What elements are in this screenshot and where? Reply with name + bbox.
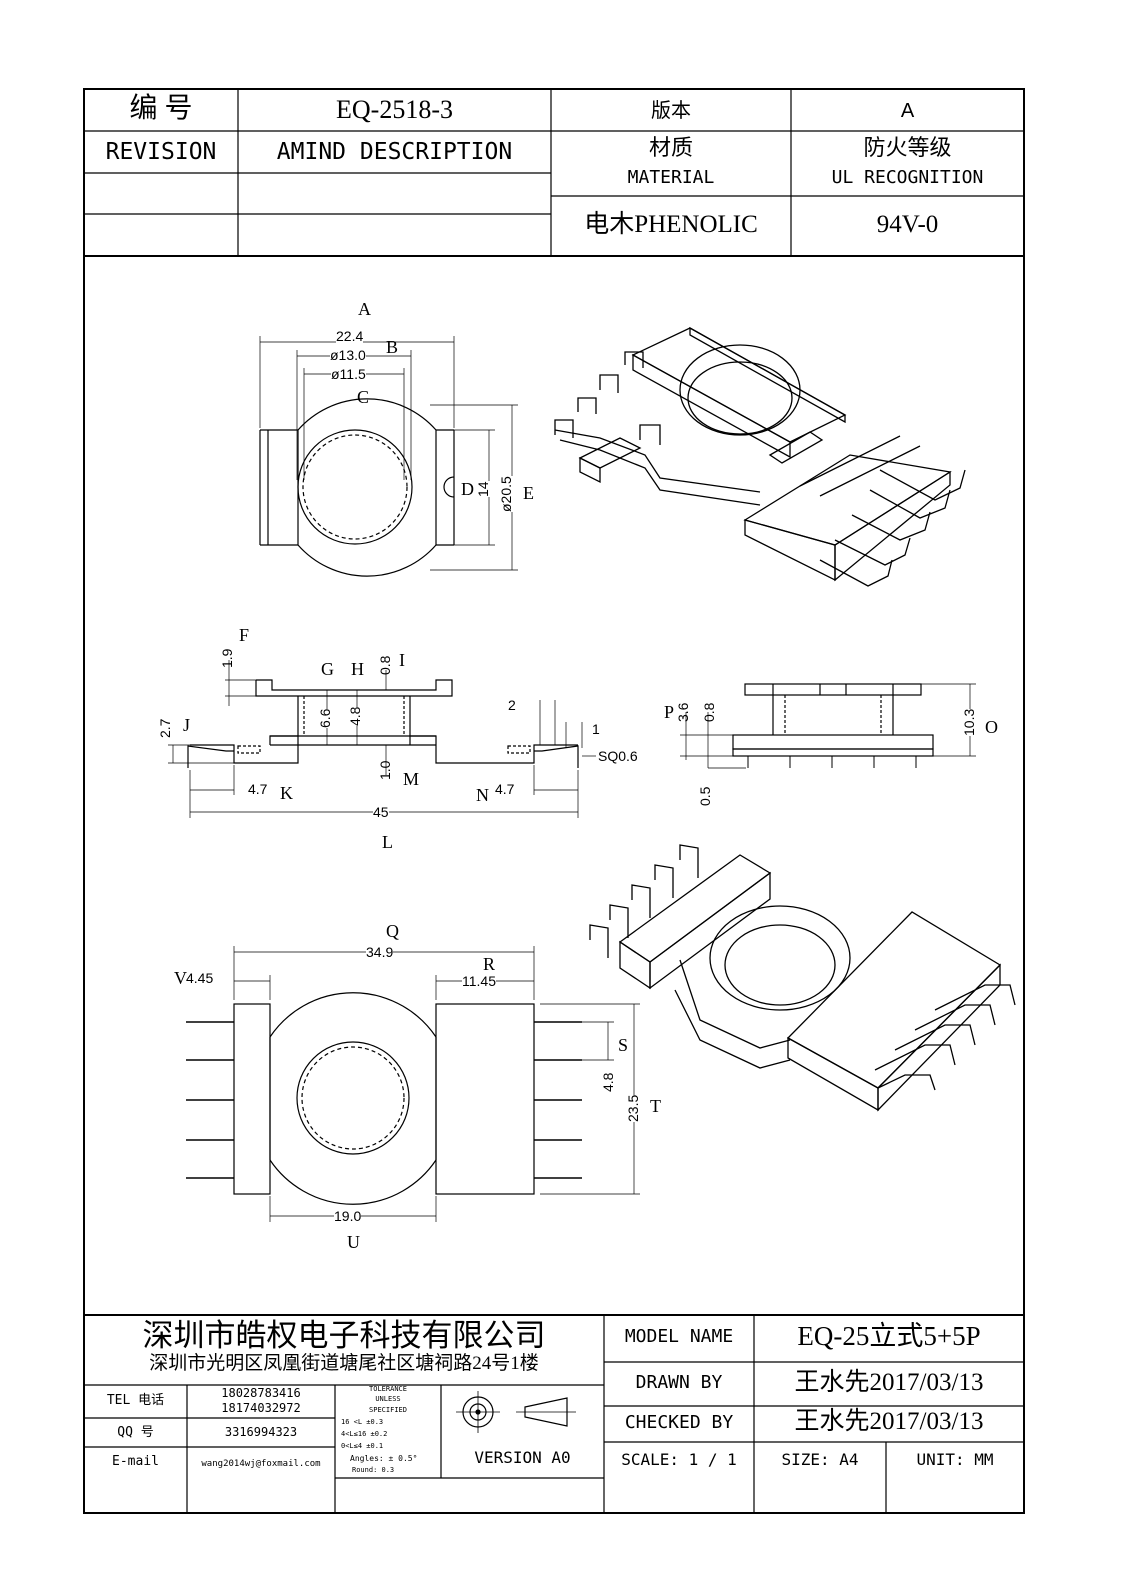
- tolerance-line-8: Round: 0.3: [352, 1466, 395, 1474]
- label-n: N: [476, 785, 489, 805]
- label-g: G: [321, 659, 334, 679]
- number-label: 编 号: [129, 93, 193, 124]
- label-j: J: [183, 715, 191, 735]
- material-value: 电木PHENOLIC: [584, 211, 758, 238]
- drawn-by-value: 王水先2017/03/13: [794, 1369, 984, 1396]
- label-f: F: [239, 625, 250, 645]
- size-value: SIZE: A4: [781, 1450, 859, 1469]
- dim-1-9: 1.9: [219, 648, 235, 668]
- label-p: P: [664, 702, 675, 722]
- tolerance-line-5: 4<L≤16 ±0.2: [341, 1430, 388, 1438]
- version-a0: VERSION A0: [474, 1448, 571, 1467]
- dim-3-6: 3.6: [675, 702, 691, 722]
- dim-0-8b: 0.8: [701, 702, 717, 722]
- email-label: E-mail: [112, 1454, 159, 1469]
- version-value: A: [900, 100, 915, 122]
- model-name-label: MODEL NAME: [624, 1326, 734, 1347]
- dim-d13-0: ø13.0: [330, 347, 366, 363]
- dim-4-8b: 4.8: [600, 1072, 616, 1092]
- dim-10-3: 10.3: [961, 708, 977, 736]
- dim-d11-5: ø11.5: [331, 366, 366, 382]
- dim-4-8a: 4.8: [347, 706, 363, 726]
- dim-34-9: 34.9: [366, 944, 394, 960]
- label-d: D: [461, 479, 474, 499]
- version-label: 版本: [651, 100, 691, 122]
- tolerance-line-7: Angles: ± 0.5°: [350, 1454, 418, 1463]
- company-address: 深圳市光明区凤凰街道塘尾社区塘祠路24号1楼: [149, 1353, 539, 1374]
- qq-value: 3316994323: [224, 1425, 298, 1439]
- tolerance-line-3: SPECIFIED: [369, 1406, 407, 1414]
- label-t: T: [650, 1096, 661, 1116]
- dim-4-7a: 4.7: [248, 781, 268, 797]
- label-c: C: [357, 387, 370, 407]
- dim-0-8a: 0.8: [377, 655, 393, 675]
- label-q: Q: [386, 921, 399, 941]
- revision-label: REVISION: [105, 139, 217, 165]
- tolerance-line-1: TOLERANCE: [369, 1385, 407, 1393]
- label-i: I: [399, 650, 405, 670]
- dim-1: 1: [592, 721, 600, 737]
- dim-1-0: 1.0: [377, 760, 393, 780]
- ul-label-en: UL RECOGNITION: [831, 167, 984, 188]
- dim-19-0: 19.0: [334, 1208, 362, 1224]
- dim-0-5: 0.5: [697, 786, 713, 806]
- ul-label-cn: 防火等级: [863, 135, 952, 160]
- dim-d20-5: ø20.5: [498, 476, 514, 512]
- checked-by-label: CHECKED BY: [624, 1412, 734, 1433]
- model-name-value: EQ-25立式5+5P: [797, 1321, 981, 1351]
- dim-6-6: 6.6: [317, 708, 333, 728]
- dim-sq0-6: SQ0.6: [598, 748, 638, 764]
- label-m: M: [403, 769, 420, 789]
- amend-label: AMIND DESCRIPTION: [276, 139, 513, 165]
- tel-label: TEL 电话: [106, 1393, 165, 1408]
- qq-label: QQ 号: [117, 1425, 154, 1440]
- tel-2: 18174032972: [221, 1401, 301, 1415]
- label-k: K: [280, 783, 293, 803]
- tolerance-line-6: 0<L≤4 ±0.1: [341, 1442, 384, 1450]
- label-l: L: [382, 832, 393, 852]
- email-value: wang2014wj@foxmail.com: [201, 1459, 321, 1469]
- dim-11-45: 11.45: [462, 973, 496, 989]
- scale-value: SCALE: 1 / 1: [621, 1450, 737, 1469]
- label-u: U: [347, 1232, 360, 1252]
- checked-by-value: 王水先2017/03/13: [794, 1408, 984, 1435]
- dim-23-5: 23.5: [625, 1094, 641, 1122]
- tel-1: 18028783416: [221, 1386, 301, 1400]
- label-s: S: [618, 1035, 629, 1055]
- dim-14: 14: [475, 481, 491, 497]
- dim-45: 45: [373, 804, 389, 820]
- label-b: B: [386, 337, 399, 357]
- dim-2: 2: [508, 697, 516, 713]
- label-o: O: [985, 717, 998, 737]
- drawn-by-label: DRAWN BY: [635, 1372, 723, 1393]
- tolerance-line-2: UNLESS: [375, 1395, 401, 1403]
- material-label-en: MATERIAL: [627, 167, 715, 188]
- label-e: E: [523, 483, 534, 503]
- label-h: H: [351, 659, 364, 679]
- label-a: A: [358, 299, 371, 319]
- dim-22-4: 22.4: [336, 328, 364, 344]
- part-number: EQ-2518-3: [336, 95, 453, 124]
- tolerance-line-4: 16 <L ±0.3: [341, 1418, 384, 1426]
- dim-4-7b: 4.7: [495, 781, 515, 797]
- material-label-cn: 材质: [648, 135, 693, 160]
- label-v: V: [174, 968, 187, 988]
- dim-2-7: 2.7: [157, 718, 173, 738]
- unit-value: UNIT: MM: [916, 1450, 994, 1469]
- ul-value: 94V-0: [876, 211, 939, 238]
- label-r: R: [483, 954, 496, 974]
- company-name: 深圳市皓权电子科技有限公司: [142, 1318, 546, 1353]
- dim-4-45: 4.45: [186, 970, 214, 986]
